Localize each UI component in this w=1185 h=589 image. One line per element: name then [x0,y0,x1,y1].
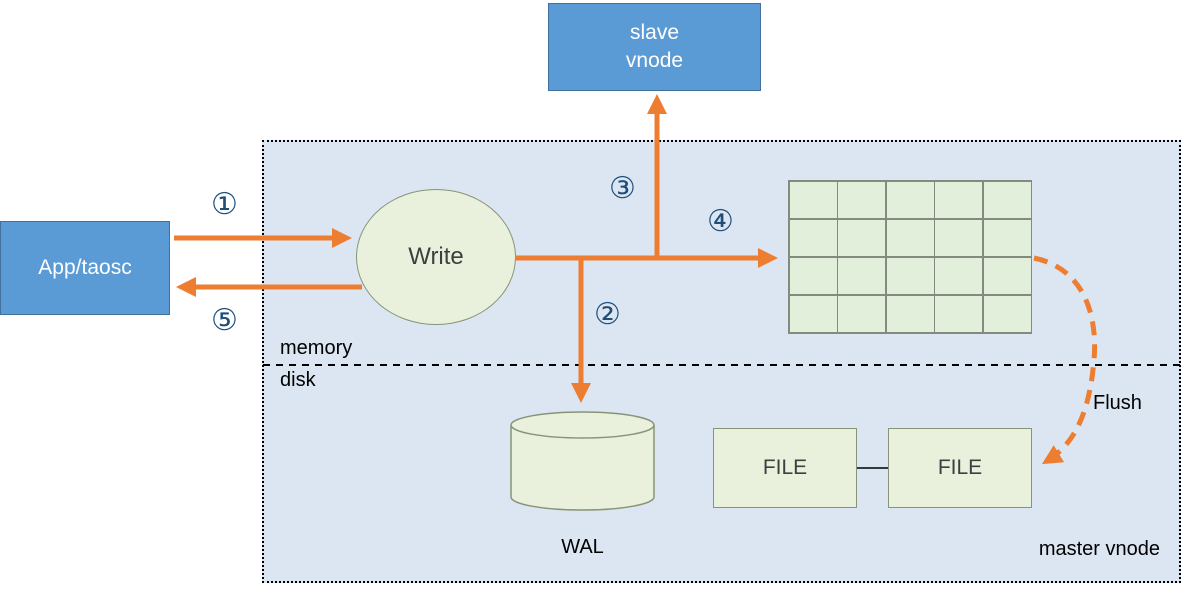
master-vnode-label: master vnode [1038,538,1160,560]
slave-vnode-label: slave vnode [625,20,684,72]
memtable-cell [983,181,1031,218]
slave-vnode-box: slave vnode [548,3,761,91]
memtable-cell [838,181,885,218]
step-1-badge: ① [211,187,238,222]
memtable-cell [886,181,934,218]
wal-cylinder [510,410,655,512]
wal-cylinder-shape [510,411,655,511]
memtable-cell [935,295,982,332]
step-3-badge: ③ [609,171,636,206]
step-4-badge: ④ [707,204,734,239]
app-taosc-box: App/taosc [0,221,170,315]
wal-label: WAL [561,536,604,558]
write-node: Write [356,189,516,325]
memtable-cell [789,181,837,218]
file-2-label: FILE [937,456,983,479]
memtable-cell [983,295,1031,332]
memory-label: memory [280,337,353,359]
step-2-badge: ② [594,297,621,332]
memtable-grid [788,180,1032,334]
file-box-1: FILE [713,428,857,508]
memtable-cell [983,219,1031,256]
memtable-cell [838,295,885,332]
file-1-label: FILE [762,456,808,479]
memtable-cell [935,257,982,294]
memtable-cell [886,295,934,332]
file-box-2: FILE [888,428,1032,508]
step-5-badge: ⑤ [211,303,238,338]
memtable-cell [789,295,837,332]
memtable-cell [838,257,885,294]
memtable-cell [935,219,982,256]
memtable-cell [886,257,934,294]
disk-label: disk [280,369,316,391]
memtable-cell [935,181,982,218]
memtable-cell [983,257,1031,294]
memtable-cell [838,219,885,256]
memtable-cell [789,257,837,294]
flush-label: Flush [1093,392,1142,414]
app-taosc-label: App/taosc [38,256,132,279]
memtable-cell [789,219,837,256]
memtable-cell [886,219,934,256]
write-label: Write [408,243,464,270]
